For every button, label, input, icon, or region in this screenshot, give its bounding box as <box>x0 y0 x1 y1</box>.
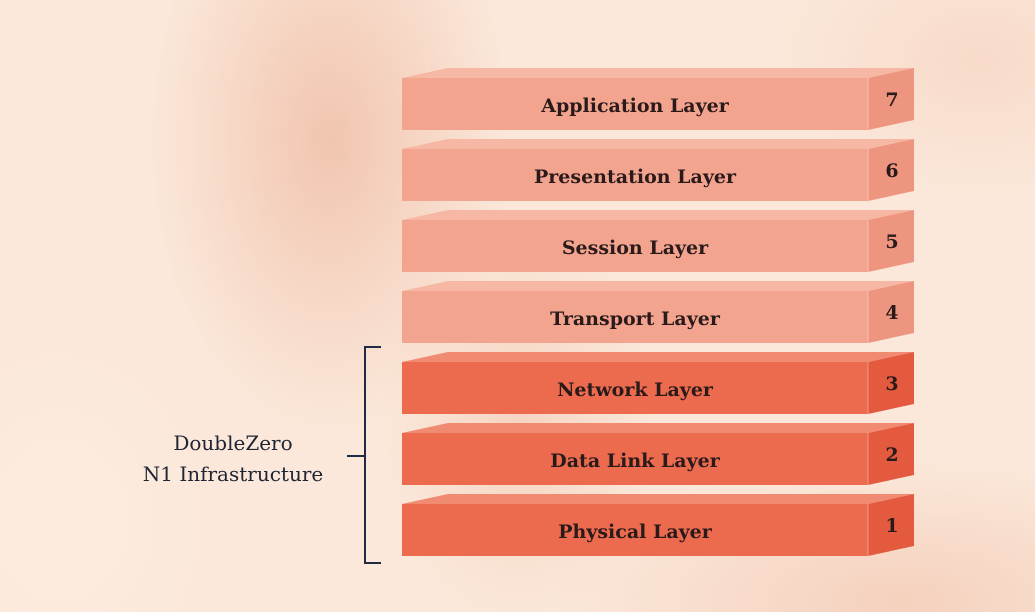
bracket-line <box>347 346 381 564</box>
layer-front-face <box>402 78 868 130</box>
layer-4: Transport Layer 4 <box>402 281 914 343</box>
layer-2: Data Link Layer 2 <box>402 423 914 485</box>
layer-top-face <box>402 139 914 149</box>
layer-block <box>402 139 914 201</box>
layer-number: 7 <box>885 89 899 111</box>
layer-number: 5 <box>885 231 899 253</box>
layer-label: Network Layer <box>557 379 713 401</box>
layer-label: Application Layer <box>541 95 729 117</box>
layer-front-face <box>402 149 868 201</box>
layer-label: Session Layer <box>561 237 709 259</box>
layer-block <box>402 494 914 556</box>
layer-number: 6 <box>885 160 899 182</box>
layer-block <box>402 423 914 485</box>
group-label-line1: DoubleZero <box>173 431 293 455</box>
layer-top-face <box>402 494 914 504</box>
layer-side-face <box>868 494 914 556</box>
layer-7: Application Layer 7 <box>402 68 914 130</box>
layer-front-face <box>402 504 868 556</box>
layer-front-face <box>402 433 868 485</box>
layer-top-face <box>402 352 914 362</box>
layer-label: Physical Layer <box>558 521 712 543</box>
layer-block <box>402 352 914 414</box>
layer-side-face <box>868 281 914 343</box>
layer-side-face <box>868 210 914 272</box>
layer-block <box>402 210 914 272</box>
layer-top-face <box>402 210 914 220</box>
layer-6: Presentation Layer 6 <box>402 139 914 201</box>
layer-label: Data Link Layer <box>550 450 720 472</box>
layer-number: 3 <box>885 373 899 395</box>
layer-number: 4 <box>885 302 899 324</box>
layer-top-face <box>402 423 914 433</box>
layer-3: Network Layer 3 <box>402 352 914 414</box>
layer-top-face <box>402 68 914 78</box>
layer-side-face <box>868 139 914 201</box>
layer-side-face <box>868 352 914 414</box>
layer-number: 2 <box>885 444 899 466</box>
layer-front-face <box>402 362 868 414</box>
layer-label: Transport Layer <box>550 308 720 330</box>
layer-label: Presentation Layer <box>534 166 736 188</box>
group-bracket <box>347 346 381 564</box>
layer-5: Session Layer 5 <box>402 210 914 272</box>
layer-front-face <box>402 220 868 272</box>
layer-number: 1 <box>885 515 899 537</box>
layer-block <box>402 68 914 130</box>
layer-side-face <box>868 68 914 130</box>
group-label-line2: N1 Infrastructure <box>142 462 324 486</box>
layer-block <box>402 281 914 343</box>
layer-front-face <box>402 291 868 343</box>
layer-1: Physical Layer 1 <box>402 494 914 556</box>
layer-top-face <box>402 281 914 291</box>
group-label: DoubleZero N1 Infrastructure <box>120 428 346 490</box>
layer-side-face <box>868 423 914 485</box>
